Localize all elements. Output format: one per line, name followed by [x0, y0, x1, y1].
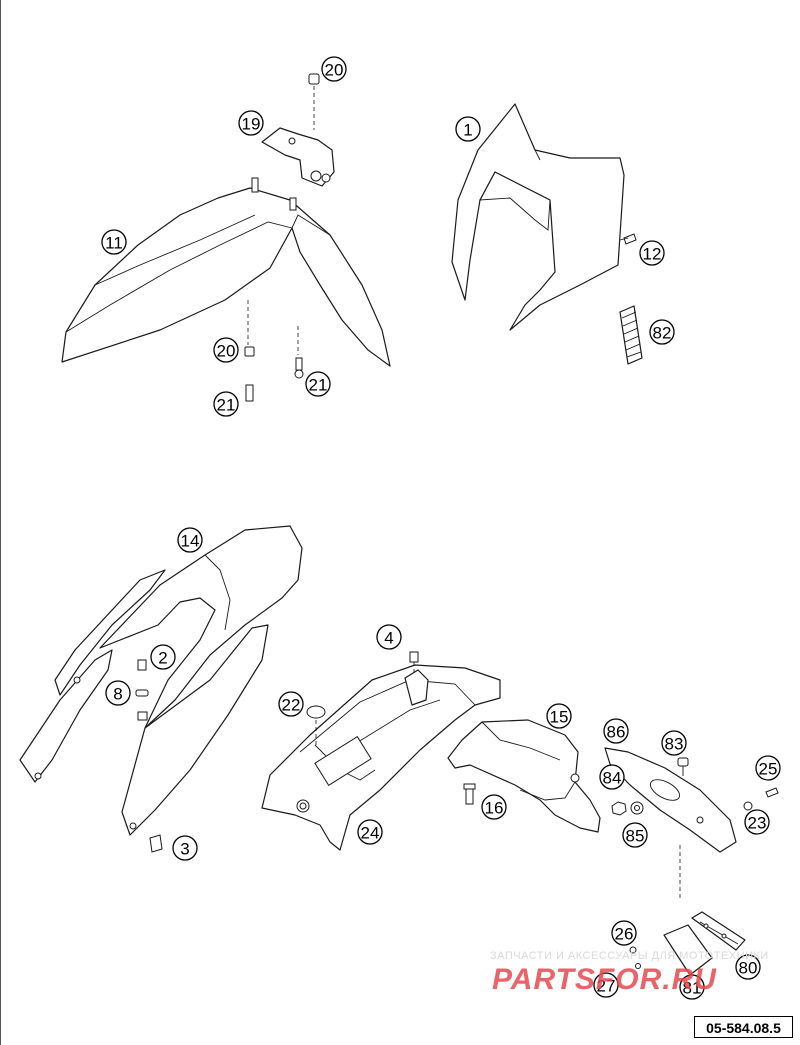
callout-23: 23 [744, 809, 770, 835]
front-fender [61, 177, 391, 367]
reference-code: 05-584.08.5 [694, 1016, 793, 1038]
svg-text:20: 20 [217, 342, 236, 361]
svg-text:86: 86 [607, 723, 626, 742]
svg-text:12: 12 [643, 245, 662, 264]
screw-12 [619, 233, 637, 245]
svg-text:20: 20 [325, 61, 344, 80]
svg-text:84: 84 [603, 769, 622, 788]
plate-82 [619, 305, 643, 365]
svg-text:82: 82 [653, 324, 672, 343]
watermark-logo: PARTSFOR.RU [492, 963, 717, 996]
svg-text:21: 21 [309, 376, 328, 395]
callout-81: 81 [679, 974, 705, 1000]
callout-11: 11 [101, 229, 127, 255]
callout-14: 14 [177, 527, 203, 553]
side-panel [19, 525, 303, 853]
callout-82: 82 [649, 319, 675, 345]
rear-tray [261, 651, 501, 851]
callout-85: 85 [622, 822, 648, 848]
callout-21-right: 21 [305, 371, 331, 397]
svg-text:3: 3 [180, 840, 189, 859]
callout-83: 83 [661, 730, 687, 756]
callout-12: 12 [639, 240, 665, 266]
headlight-mask [451, 103, 625, 331]
callout-1: 1 [455, 116, 481, 142]
svg-text:80: 80 [739, 959, 758, 978]
svg-text:21: 21 [217, 396, 236, 415]
callout-86: 86 [603, 718, 629, 744]
svg-text:8: 8 [113, 685, 122, 704]
svg-text:24: 24 [361, 824, 380, 843]
svg-text:25: 25 [759, 760, 778, 779]
callout-27: 27 [593, 972, 619, 998]
callout-80: 80 [735, 954, 761, 980]
svg-text:1: 1 [463, 121, 472, 140]
svg-text:19: 19 [242, 115, 261, 134]
callout-15: 15 [546, 703, 572, 729]
fender-bracket [261, 73, 335, 187]
svg-text:23: 23 [748, 814, 767, 833]
svg-text:14: 14 [181, 532, 200, 551]
callout-25: 25 [755, 755, 781, 781]
callout-8: 8 [105, 680, 131, 706]
svg-text:4: 4 [384, 629, 393, 648]
license-lamp [629, 911, 746, 976]
callout-4: 4 [376, 624, 402, 650]
svg-text:11: 11 [105, 234, 123, 253]
callout-19: 19 [238, 110, 264, 136]
callout-21-left: 21 [213, 391, 239, 417]
svg-text:27: 27 [597, 977, 616, 996]
rear-mudguard [447, 719, 601, 833]
callout-24: 24 [357, 819, 383, 845]
callout-3: 3 [172, 835, 198, 861]
plate-holder [604, 747, 737, 900]
callout-26: 26 [611, 920, 637, 946]
hardware-83-85 [611, 757, 689, 816]
svg-text:85: 85 [626, 827, 645, 846]
callout-16: 16 [481, 794, 507, 820]
svg-text:16: 16 [485, 799, 504, 818]
fender-hardware [244, 300, 304, 402]
svg-text:15: 15 [550, 708, 569, 727]
callout-20-mid: 20 [213, 337, 239, 363]
svg-text:2: 2 [158, 649, 167, 668]
svg-text:81: 81 [683, 979, 702, 998]
callout-22: 22 [278, 691, 304, 717]
bolt-16 [463, 783, 476, 805]
svg-text:83: 83 [665, 735, 684, 754]
svg-text:26: 26 [615, 925, 634, 944]
watermark-tagline: ЗАПЧАСТИ И АКСЕССУАРЫ ДЛЯ МОТОТЕХНИКИ [490, 950, 769, 962]
grommet-22 [306, 705, 326, 745]
callout-20-top: 20 [321, 56, 347, 82]
page-border-left [0, 0, 1, 1045]
callout-84: 84 [599, 764, 625, 790]
svg-text:22: 22 [282, 696, 301, 715]
hardware-23-25 [743, 787, 779, 811]
callout-2: 2 [150, 644, 176, 670]
